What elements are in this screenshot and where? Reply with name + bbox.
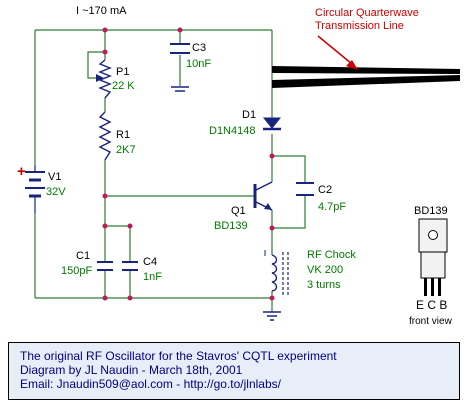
rfc-value: VK 200 <box>307 264 344 276</box>
c4-capacitor <box>122 261 138 271</box>
node-c4-top <box>127 223 133 229</box>
v1-battery <box>25 165 45 213</box>
tline-upper-bar <box>272 66 460 74</box>
d1-name: D1 <box>242 109 257 121</box>
c1c4-wire <box>104 225 131 298</box>
info-line-2: Diagram by JL Naudin - March 18th, 2001 <box>20 363 243 377</box>
p1-wiper-arrow-icon <box>96 74 104 82</box>
pot-wiper-wire <box>87 51 105 79</box>
rfc-name: RF Chock <box>307 249 356 261</box>
p1-potentiometer <box>98 59 112 99</box>
current-label: I ~170 mA <box>76 5 127 17</box>
tline-label-line2: Transmission Line <box>315 20 404 32</box>
node-top-p1 <box>102 27 108 33</box>
main-ground-icon <box>263 311 281 321</box>
node-diode-c2 <box>269 153 275 159</box>
p1-name: P1 <box>116 66 130 78</box>
c1-value: 150pF <box>61 265 93 277</box>
d1-value: D1N4148 <box>209 125 256 137</box>
c4-value: 1nF <box>143 271 162 283</box>
node-bottom-c4 <box>127 295 133 301</box>
node-wiper <box>102 49 108 55</box>
v1-value: 32V <box>46 186 66 198</box>
node-bottom-right <box>269 295 275 301</box>
p1-value: 22 K <box>112 80 135 92</box>
r1-value: 2K7 <box>116 144 136 156</box>
c4-name: C4 <box>143 256 158 268</box>
bd139-title: BD139 <box>414 205 448 217</box>
c2-wire <box>272 155 306 229</box>
c2-value: 4.7pF <box>318 201 347 213</box>
c3-capacitor <box>170 43 190 54</box>
d1-diode <box>262 117 282 131</box>
node-bottom-c1 <box>102 295 108 301</box>
bd139-package-drawing <box>418 218 448 296</box>
info-box: The original RF Oscillator for the Stavr… <box>8 342 460 400</box>
r1-name: R1 <box>116 129 131 141</box>
tline-lower-bar <box>272 75 460 88</box>
rf-choke-inductor <box>264 250 289 296</box>
c3-name: C3 <box>192 42 207 54</box>
c1-capacitor <box>97 261 113 271</box>
v1-polarity-mark: + <box>17 163 26 180</box>
rfc-detail: 3 turns <box>307 279 341 291</box>
c1-name: C1 <box>76 250 91 262</box>
r1-resistor <box>98 111 112 161</box>
tline-arrow-head <box>346 60 358 70</box>
c2-capacitor <box>296 182 314 196</box>
node-top-c3 <box>177 27 183 33</box>
v1-name: V1 <box>48 171 62 183</box>
c3-ground-icon <box>171 86 189 92</box>
q1-transistor <box>253 181 273 211</box>
bd139-caption: front view <box>409 316 452 327</box>
q1-name: Q1 <box>231 205 246 217</box>
bd139-pins: E C B <box>416 298 448 312</box>
node-emitter-c2 <box>269 225 275 231</box>
tline-arrow-line <box>317 35 353 65</box>
junction-nodes <box>102 27 275 301</box>
info-line-3: Email: Jnaudin509@aol.com - http://go.to… <box>20 377 281 391</box>
tline-label-line1: Circular Quarterwave <box>315 7 419 19</box>
q1-value: BD139 <box>214 220 248 232</box>
c3-value: 10nF <box>186 58 212 70</box>
c2-name: C2 <box>318 184 333 196</box>
node-c1c4-top <box>102 223 108 229</box>
info-line-1: The original RF Oscillator for the Stavr… <box>20 349 337 363</box>
transmission-line <box>272 35 460 88</box>
node-base <box>102 193 108 199</box>
